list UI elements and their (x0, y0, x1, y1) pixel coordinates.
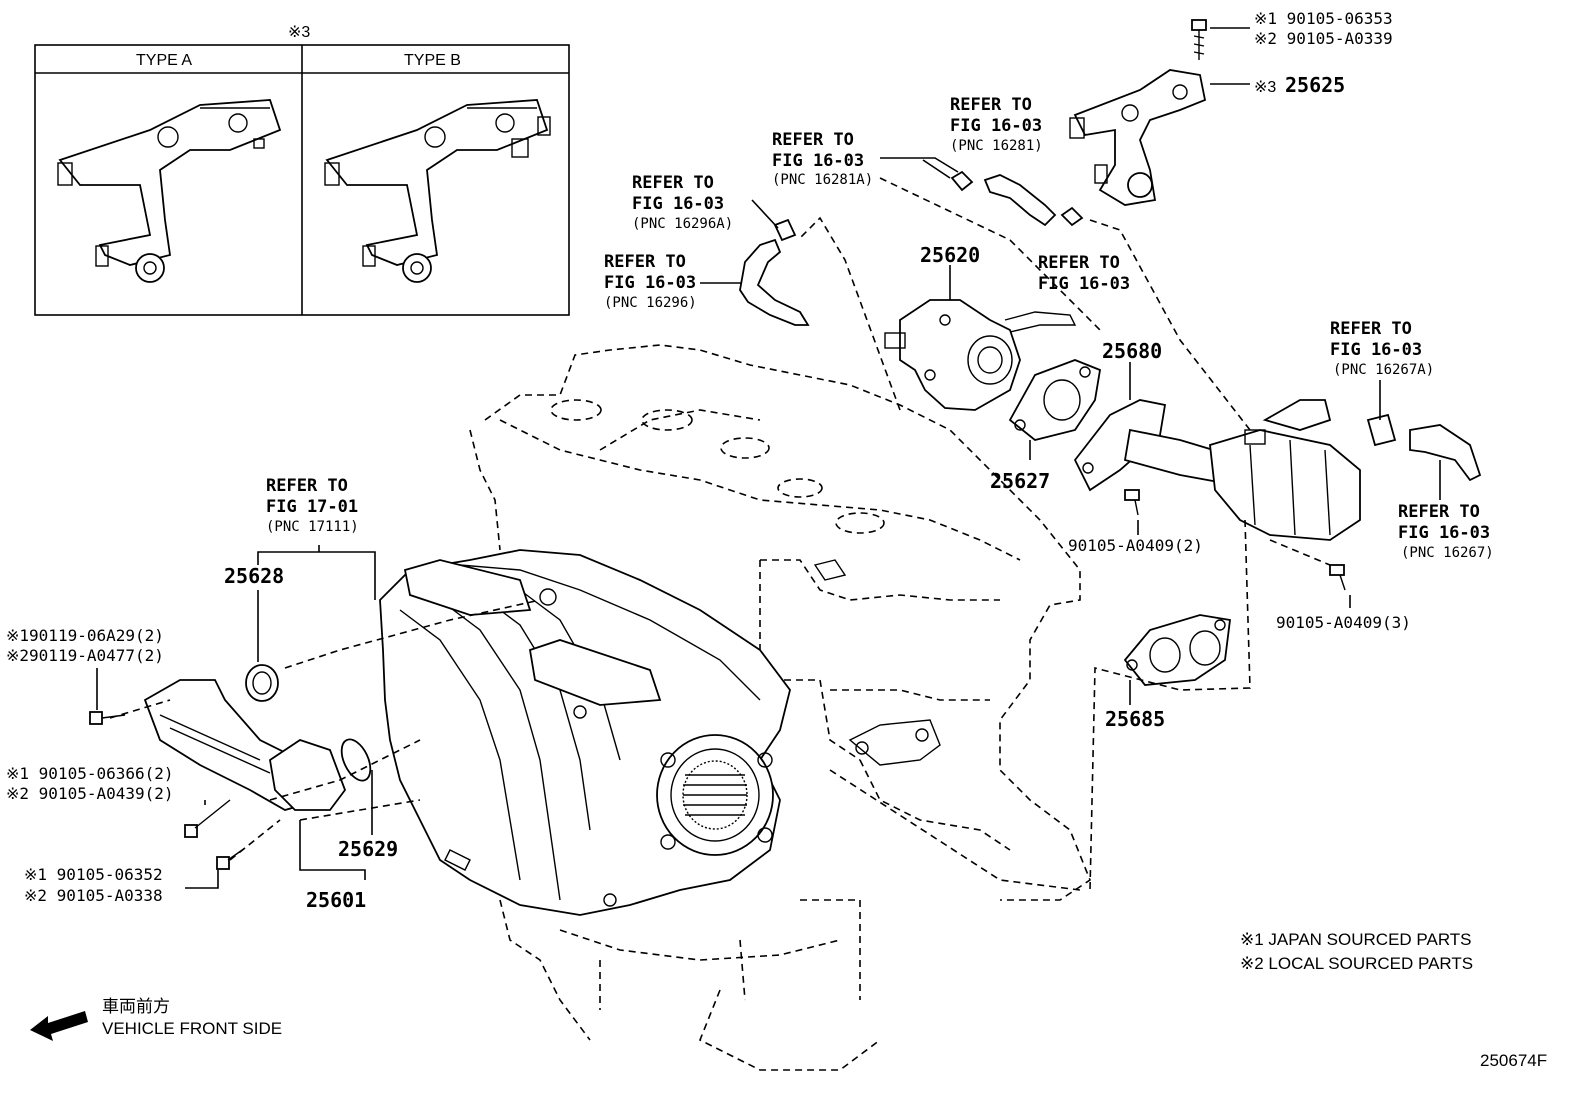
bolt-left-c1-label: ※1 90105-06352 (24, 865, 163, 884)
ref-16296a-line2: FIG 16-03 (632, 194, 724, 214)
bolt-egr-3-label: 90105-A0409(3) (1276, 613, 1411, 632)
bolt-left-b (184, 799, 231, 838)
figure-id: 250674F (1480, 1051, 1547, 1070)
part-25620-label: 25620 (920, 243, 980, 267)
type-inset: ※3 TYPE A TYPE B (34, 24, 570, 316)
front-label-en: VEHICLE FRONT SIDE (102, 1019, 282, 1038)
bracket-25625 (1069, 19, 1207, 206)
front-label-jp: 車両前方 (102, 997, 170, 1016)
egr-pipe-25680 (1073, 399, 1237, 492)
bolt-top-1-label: ※1 90105-06353 (1254, 9, 1393, 28)
ref-16281-line1: REFER TO (950, 95, 1032, 115)
legend-note-1: ※1 JAPAN SOURCED PARTS (1240, 930, 1472, 949)
ref-16281a-line2: FIG 16-03 (772, 151, 864, 171)
ref-16296-line1: REFER TO (604, 252, 686, 272)
ref-16267-line2: FIG 16-03 (1398, 523, 1490, 543)
bolt-left-b2-label: ※2 90105-A0439(2) (6, 784, 174, 803)
ref-17111-line1: REFER TO (266, 476, 348, 496)
bolt-left-b1-label: ※1 90105-06366(2) (6, 764, 174, 783)
ref-17111-line3: (PNC 17111) (266, 519, 359, 535)
part-25627-label: 25627 (990, 469, 1050, 493)
ref-16296a-line3: (PNC 16296A) (632, 216, 733, 232)
bracket-type-b (324, 99, 551, 283)
part-25601-label: 25601 (306, 888, 366, 912)
part-25680-label: 25680 (1102, 339, 1162, 363)
legend-note-2: ※2 LOCAL SOURCED PARTS (1240, 954, 1473, 973)
bolt-egr-3 (1329, 564, 1346, 591)
part-25625-label: 25625 (1285, 73, 1345, 97)
gasket-25627 (1008, 359, 1102, 441)
bolt-left-a (89, 711, 126, 725)
front-arrow-icon (30, 1011, 88, 1041)
ref-16267a-line3: (PNC 16267A) (1333, 362, 1434, 378)
bolt-left-c2-label: ※2 90105-A0338 (24, 886, 163, 905)
ref-16296a-line1: REFER TO (632, 173, 714, 193)
ref-16281a-line3: (PNC 16281A) (772, 172, 873, 188)
hose-16296 (739, 218, 810, 326)
engine-block-outline (469, 344, 1091, 1071)
ref-16281-line3: (PNC 16281) (950, 138, 1043, 154)
bolt-left-a2-label: ※290119-A0477(2) (6, 646, 164, 665)
part-25629-label: 25629 (338, 837, 398, 861)
ref-16-03-line2: FIG 16-03 (1038, 274, 1130, 294)
type-b-label: TYPE B (404, 52, 461, 69)
ref-16267a-line2: FIG 16-03 (1330, 340, 1422, 360)
ref-16296-line3: (PNC 16296) (604, 295, 697, 311)
hose-16281 (950, 170, 1084, 227)
inset-header-mark: ※3 (288, 24, 310, 41)
ref-16-03-line1: REFER TO (1038, 253, 1120, 273)
part-25685-label: 25685 (1105, 707, 1165, 731)
bracket-type-a (57, 99, 282, 283)
ref-16267a-line1: REFER TO (1330, 319, 1412, 339)
ref-16296-line2: FIG 16-03 (604, 273, 696, 293)
bolt-top-2-label: ※2 90105-A0339 (1254, 29, 1393, 48)
type-a-label: TYPE A (136, 52, 192, 69)
egr-cooler (1209, 399, 1361, 541)
leader-lines (96, 27, 1441, 889)
ref-16281-line2: FIG 16-03 (950, 116, 1042, 136)
part-25625-mark: ※3 (1254, 79, 1276, 96)
bolt-egr-2 (1124, 489, 1140, 516)
egr-valve-25620 (884, 299, 1077, 411)
hose-right (1366, 413, 1482, 482)
intake-manifold (379, 549, 791, 916)
ref-16281a-line1: REFER TO (772, 130, 854, 150)
dashed-connections (109, 177, 1331, 891)
ref-16267-line3: (PNC 16267) (1401, 545, 1494, 561)
part-25628-label: 25628 (224, 564, 284, 588)
bolt-egr-2-label: 90105-A0409(2) (1068, 536, 1203, 555)
gasket-25685 (1123, 614, 1232, 686)
ref-17111-line2: FIG 17-01 (266, 497, 358, 517)
ref-16267-line1: REFER TO (1398, 502, 1480, 522)
bolt-left-a1-label: ※190119-06A29(2) (6, 626, 164, 645)
